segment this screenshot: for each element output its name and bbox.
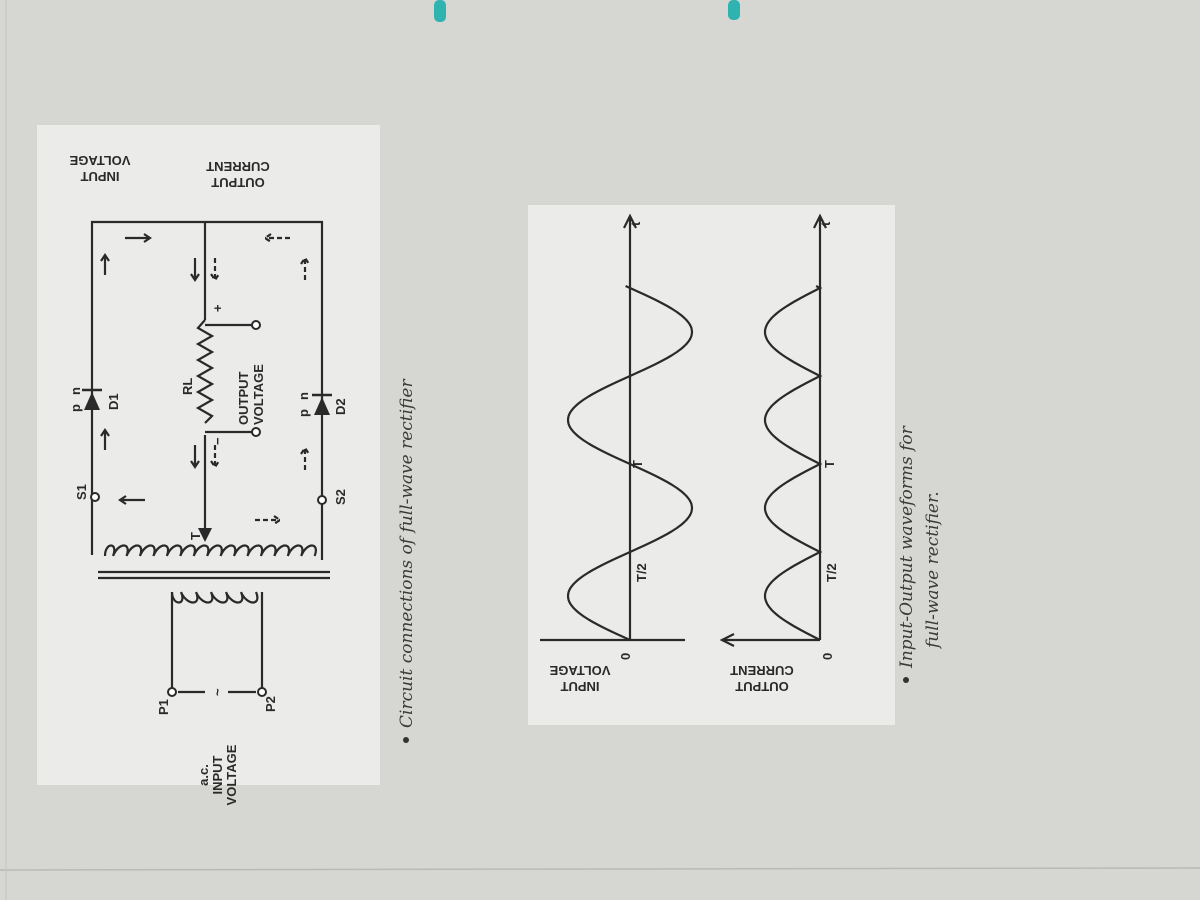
input-voltage-label: INPUTVOLTAGE (69, 153, 130, 184)
svg-text:T/2: T/2 (824, 563, 839, 582)
terminal-p1 (167, 687, 177, 697)
svg-text:p: p (68, 404, 83, 412)
svg-text:S1: S1 (74, 484, 89, 500)
svg-text:t: t (818, 221, 833, 226)
page-rule (0, 867, 1200, 871)
svg-text:D2: D2 (333, 398, 348, 415)
svg-text:D1: D1 (106, 393, 121, 410)
output-leads (205, 323, 255, 434)
svg-text:~: ~ (210, 688, 225, 696)
output-current-label: OUTPUTCURRENT (730, 663, 794, 694)
svg-text:T/2: T/2 (634, 563, 649, 582)
output-current-label: OUTPUTCURRENT (206, 159, 270, 190)
svg-text:RL: RL (180, 378, 195, 395)
input-voltage-label: INPUTVOLTAGE (549, 663, 610, 694)
output-axes (719, 213, 827, 647)
svg-text:+: + (210, 304, 225, 312)
svg-text:n: n (68, 387, 83, 395)
transformer-core (98, 570, 330, 580)
diode-d2 (314, 397, 330, 415)
svg-text:T: T (822, 460, 837, 468)
waveform-diagram: INPUTVOLTAGE OUTPUTCURRENT 0 T/2 T t 0 T… (528, 205, 895, 725)
circuit-caption: Circuit connections of full-wave rectifi… (397, 379, 417, 728)
output-terminal-plus (251, 320, 261, 330)
svg-text:0: 0 (618, 653, 633, 660)
circuit-diagram: INPUTVOLTAGE OUTPUTCURRENT (37, 125, 380, 805)
svg-text:P2: P2 (263, 696, 278, 712)
primary-coil (170, 591, 259, 604)
component-labels: S1 S2 D1 D2 n p n p RL T + − P1 P2 ~ OUT… (68, 304, 348, 805)
terminal-s1 (90, 492, 100, 502)
output-voltage-label: OUTPUTVOLTAGE (236, 364, 266, 425)
svg-text:T: T (630, 460, 645, 468)
outer-wire (90, 220, 324, 560)
output-rectified-wave (763, 285, 823, 641)
terminal-s2 (317, 495, 327, 505)
waveform-card (528, 205, 895, 725)
svg-text:P1: P1 (156, 699, 171, 715)
bullet (403, 737, 409, 743)
binding-thread (434, 0, 446, 22)
terminal-p2 (257, 687, 267, 697)
svg-text:−: − (210, 437, 225, 445)
ac-input-label: a.c.INPUTVOLTAGE (196, 744, 239, 805)
svg-text:S2: S2 (333, 489, 348, 505)
secondary-coil (103, 544, 317, 557)
center-tap-arrow (198, 528, 212, 542)
circuit-card (37, 125, 380, 785)
current-arrows (100, 233, 310, 525)
svg-text:n: n (296, 392, 311, 400)
axis-labels: 0 T/2 T t 0 T/2 T t (618, 221, 839, 660)
bullet (903, 677, 909, 683)
svg-text:t: t (628, 221, 643, 226)
input-sine-wave (566, 284, 694, 642)
diode-d1 (84, 392, 100, 410)
svg-text:0: 0 (820, 653, 835, 660)
svg-text:T: T (188, 532, 203, 540)
load-resistor (195, 319, 215, 424)
binding-thread (728, 0, 740, 20)
output-terminal-minus (251, 427, 261, 437)
svg-text:p: p (296, 409, 311, 417)
primary-leads (170, 592, 264, 688)
